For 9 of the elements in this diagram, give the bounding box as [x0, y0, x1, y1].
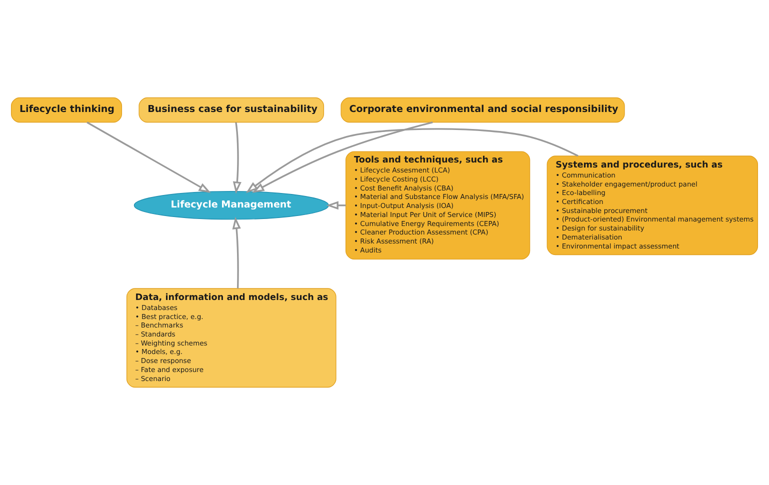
node-box: Corporate environmental and social responsibility — [340, 97, 625, 123]
node-ellipse: Lifecycle Management — [134, 191, 329, 220]
arrow — [232, 216, 241, 288]
arrow — [246, 128, 578, 194]
node-box: Business case for sustainability — [138, 97, 324, 123]
arrow — [252, 121, 433, 193]
node-box: Lifecycle thinking — [10, 97, 122, 123]
arrow — [86, 122, 211, 194]
arrow — [232, 122, 242, 194]
